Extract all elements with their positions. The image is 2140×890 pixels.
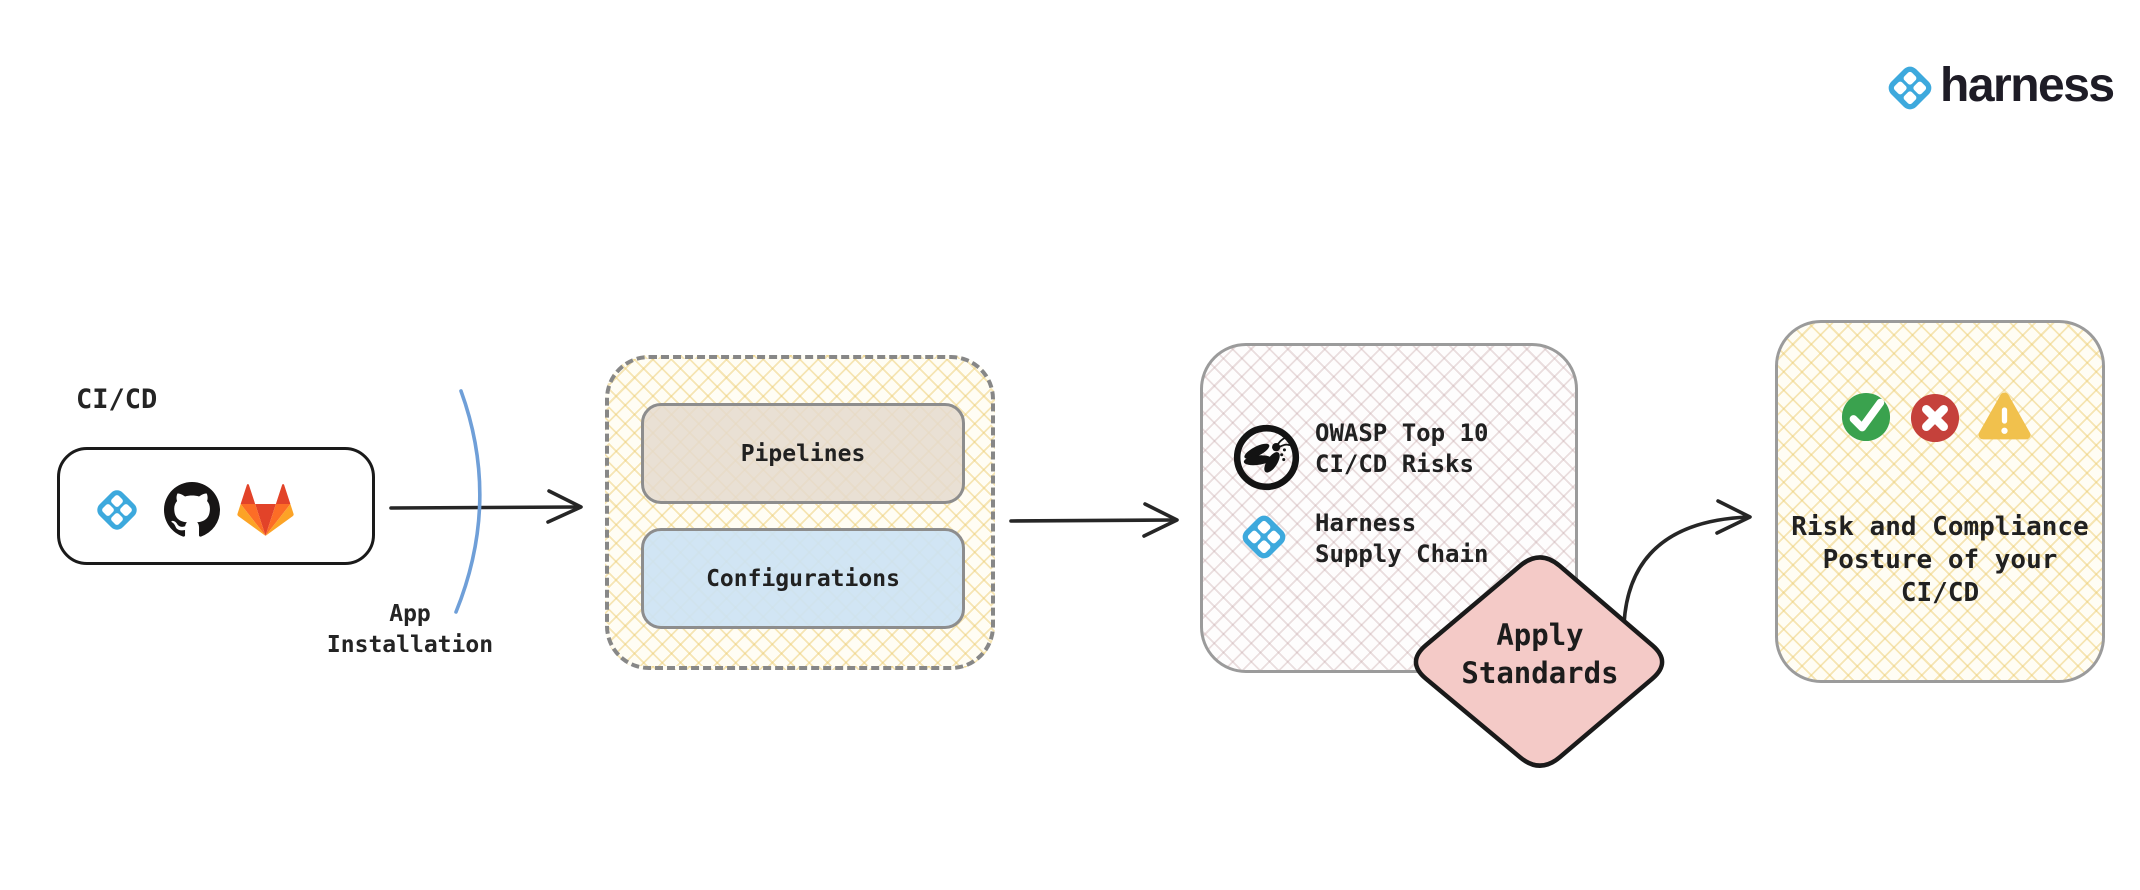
check-icon [1841, 392, 1891, 442]
cross-icon [1910, 393, 1960, 443]
apply-standards-label: Apply Standards [1420, 616, 1660, 692]
pipelines-label: Pipelines [740, 440, 866, 467]
owasp-line1: OWASP Top 10 [1315, 419, 1489, 447]
source-title: CI/CD [76, 384, 158, 415]
result-line1: Risk and Compliance [1791, 512, 2089, 542]
owasp-line2: CI/CD Risks [1315, 450, 1474, 478]
gitlab-icon [237, 484, 294, 536]
pipelines-node: Pipelines [641, 403, 965, 504]
owasp-entry: OWASP Top 10 CI/CD Risks [1315, 418, 1488, 480]
arrowhead-source-to-workspace [546, 489, 583, 524]
app-installation-arc [454, 389, 482, 614]
arrowhead-workspace-to-standards [1142, 502, 1179, 538]
standards-node: OWASP Top 10 CI/CD Risks Harness Supply … [1200, 343, 1578, 673]
arrowhead-apply-to-result [1715, 499, 1752, 535]
result-line3: CI/CD [1900, 578, 1980, 608]
apply-line1: Apply [1496, 618, 1584, 652]
arrow-source-to-workspace [389, 505, 581, 510]
result-text: Risk and Compliance Posture of your CI/C… [1778, 511, 2102, 610]
configurations-label: Configurations [706, 565, 900, 592]
configurations-node: Configurations [641, 528, 965, 629]
arrow-workspace-to-standards [1009, 518, 1177, 523]
github-icon [164, 482, 220, 537]
brand-logo: harness [1884, 59, 2115, 114]
result-node: Risk and Compliance Posture of your CI/C… [1775, 320, 2105, 683]
result-line2: Posture of your [1822, 545, 2058, 575]
harness-icon [1238, 511, 1290, 563]
harness-icon [93, 486, 141, 534]
workspace-node: Pipelines Configurations [605, 355, 995, 670]
source-node: ... [57, 447, 375, 565]
app-installation-line1: App [389, 601, 431, 627]
harness-supply-chain-entry: Harness Supply Chain [1315, 508, 1488, 570]
harness-line1: Harness [1315, 509, 1417, 537]
owasp-icon [1233, 424, 1300, 491]
harness-diamond-icon [1884, 62, 1936, 114]
brand-name: harness [1940, 59, 2115, 112]
app-installation-label: App Installation [280, 599, 540, 661]
warning-icon [1978, 392, 2031, 440]
harness-line2: Supply Chain [1315, 540, 1489, 568]
apply-line2: Standards [1461, 656, 1619, 690]
app-installation-line2: Installation [326, 632, 494, 658]
arrow-apply-to-result [1622, 515, 1750, 626]
